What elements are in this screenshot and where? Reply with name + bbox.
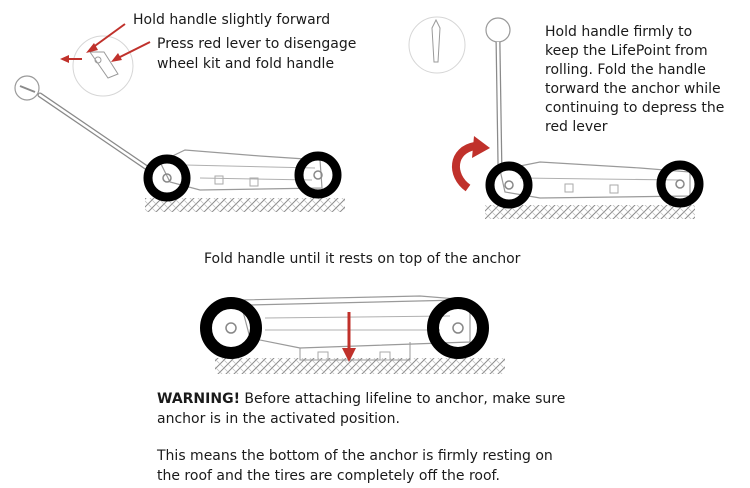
figure-step2 [408,16,704,219]
warning-text-line1: Before attaching lifeline to anchor, mak… [239,391,566,407]
folded-handle [249,299,461,306]
roof-surface [145,198,345,212]
roof-surface [485,205,695,219]
label-press-lever-line2: wheel kit and fold handle [157,56,335,72]
label-step2-line3: rolling. Fold the handle [545,62,706,78]
figure-step1 [14,23,345,212]
red-rotation-arrow [451,136,490,192]
wheel-rear [200,297,262,359]
grip-detail-circle [408,16,466,74]
wheel-rear [143,154,191,202]
note-line2: the roof and the tires are completely of… [157,468,500,484]
wheel-front [427,297,489,359]
note-line1: This means the bottom of the anchor is f… [157,448,553,464]
lever-detail-circle [72,35,134,97]
label-step2-line2: keep the LifePoint from [545,43,708,59]
anchor-body [499,161,691,199]
roof-surface [215,358,505,374]
wheel-rear [485,161,533,209]
label-step2-line6: red lever [545,119,608,135]
label-step2-line5: continuing to depress the [545,100,725,116]
handle-grip [485,17,511,43]
red-arrow-left [60,55,82,63]
anchor-body [159,149,323,191]
red-arrow-press [111,41,151,62]
red-down-arrow [342,312,356,362]
warning-line1: WARNING! Before attaching lifeline to an… [157,389,565,409]
red-arrow-hold [86,23,126,53]
label-step2-line4: torward the anchor while [545,81,721,97]
figure-step3 [200,295,505,374]
label-step2-line1: Hold handle firmly to [545,24,693,40]
warning-line2: anchor is in the activated position. [157,411,400,427]
label-hold-handle: Hold handle slightly forward [133,12,331,28]
wheel-front [656,160,704,208]
warning-heading: WARNING! [157,391,240,407]
label-press-lever-line1: Press red lever to disengage [157,36,357,52]
wheel-front [294,151,342,199]
label-step3: Fold handle until it rests on top of the… [204,251,521,267]
